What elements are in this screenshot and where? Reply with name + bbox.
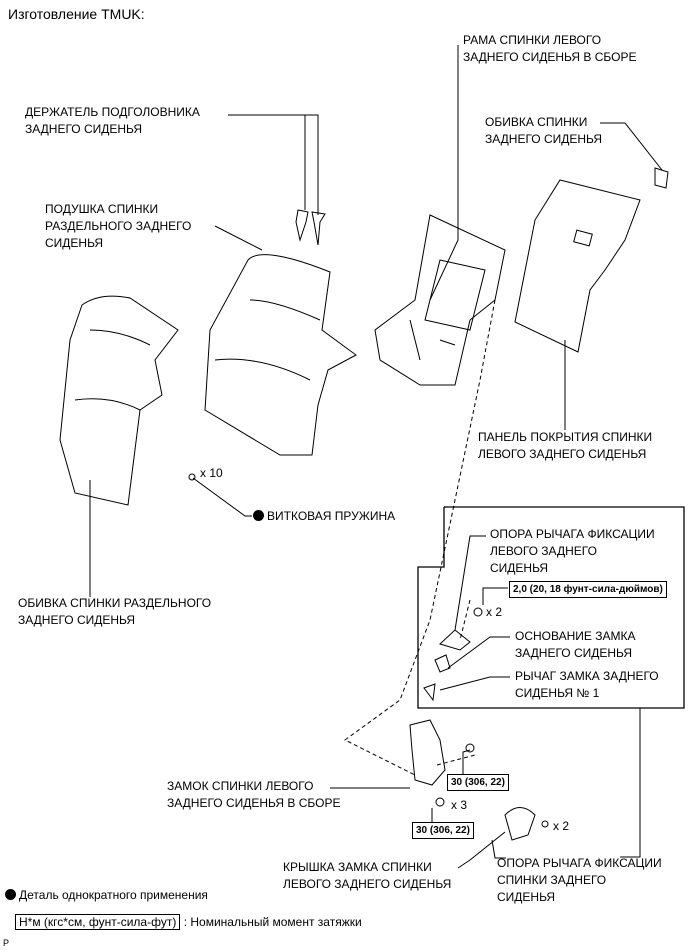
- label-line: ЛЕВОГО ЗАДНЕГО: [490, 544, 597, 558]
- torque-bolt-1: 30 (306, 22): [447, 774, 509, 791]
- label-line: ОБИВКА СПИНКИ: [485, 115, 588, 129]
- bolt-count: x 3: [451, 798, 468, 812]
- spring-count: x 10: [200, 466, 223, 480]
- label-lock-lever: РЫЧАГ ЗАМКА ЗАДНЕГО СИДЕНЬЯ № 1: [515, 668, 659, 702]
- label-line: ЗАДНЕГО СИДЕНЬЯ: [485, 132, 603, 146]
- label-line: СИДЕНЬЯ № 1: [515, 686, 600, 700]
- label-lever-support-left: ОПОРА РЫЧАГА ФИКСАЦИИ ЛЕВОГО ЗАДНЕГО СИДЕН…: [490, 526, 655, 577]
- lock-lever: [423, 683, 436, 702]
- coil-spring: [188, 473, 196, 481]
- page-title: Изготовление TMUK:: [8, 6, 145, 22]
- cover-clip: [654, 167, 669, 189]
- seatback-panel: [514, 179, 641, 353]
- headrest-holder-right: [311, 211, 326, 246]
- label-line: СПИНКИ ЗАДНЕГО: [497, 873, 607, 887]
- legend-torque-box: Н*м (кгс*см, фунт-сила-фут): [15, 914, 181, 930]
- label-line: ОПОРА РЫЧАГА ФИКСАЦИИ: [490, 527, 655, 541]
- seatback-lock-assembly: [409, 719, 446, 786]
- label-line: ВИТКОВАЯ ПРУЖИНА: [267, 509, 396, 523]
- label-line: ПАНЕЛЬ ПОКРЫТИЯ СПИНКИ: [478, 430, 653, 444]
- label-seatback-cover: ОБИВКА СПИНКИ ЗАДНЕГО СИДЕНЬЯ: [485, 114, 602, 148]
- label-line: ОБИВКА СПИНКИ РАЗДЕЛЬНОГО: [18, 596, 212, 610]
- label-line: СИДЕНЬЯ: [497, 890, 556, 904]
- label-line: ЗАДНЕГО СИДЕНЬЯ: [18, 613, 136, 627]
- bolt-lower: [435, 797, 445, 807]
- label-coil-spring: ВИТКОВАЯ ПРУЖИНА: [253, 508, 395, 525]
- dashed-guides: [344, 299, 496, 776]
- label-seatback-frame: РАМА СПИНКИ ЛЕВОГО ЗАДНЕГО СИДЕНЬЯ В СБОР…: [463, 32, 636, 66]
- label-line: ОПОРА РЫЧАГА ФИКСАЦИИ: [497, 856, 662, 870]
- label-line: ЛЕВОГО ЗАДНЕГО СИДЕНЬЯ: [283, 877, 452, 891]
- footer-code: P: [3, 938, 10, 948]
- detail-box: [417, 506, 685, 709]
- label-line: ЗАДНЕГО СИДЕНЬЯ В СБОРЕ: [463, 50, 637, 64]
- label-lever-support: ОПОРА РЫЧАГА ФИКСАЦИИ СПИНКИ ЗАДНЕГО СИДЕН…: [497, 855, 662, 906]
- label-seatback-panel: ПАНЕЛЬ ПОКРЫТИЯ СПИНКИ ЛЕВОГО ЗАДНЕГО СИД…: [478, 429, 652, 463]
- legend-torque: Н*м (кгс*см, фунт-сила-фут) : Номинальны…: [15, 914, 362, 931]
- label-lock-base: ОСНОВАНИЕ ЗАМКА ЗАДНЕГО СИДЕНЬЯ: [515, 628, 635, 662]
- torque-bolt-2: 30 (306, 22): [412, 822, 474, 839]
- label-lock-cover: КРЫШКА ЗАМКА СПИНКИ ЛЕВОГО ЗАДНЕГО СИДЕНЬ…: [283, 859, 451, 893]
- seatback-pad: [204, 254, 357, 456]
- seatback-frame: [374, 214, 506, 386]
- non-reusable-icon: [253, 510, 264, 521]
- label-line: РАМА СПИНКИ ЛЕВОГО: [463, 33, 602, 47]
- non-reusable-icon: [5, 889, 16, 900]
- legend-text: : Номинальный момент затяжки: [183, 915, 362, 929]
- lever-support-left: [439, 629, 471, 651]
- label-line: СИДЕНЬЯ: [490, 561, 549, 575]
- torque-small: 2,0 (20, 18 фунт-сила-дюймов): [509, 581, 667, 598]
- label-line: КРЫШКА ЗАМКА СПИНКИ: [283, 860, 432, 874]
- label-line: ОСНОВАНИЕ ЗАМКА: [515, 629, 636, 643]
- bolt-upper: [465, 743, 475, 753]
- screw-count-b: x 2: [553, 819, 570, 833]
- label-line: ЗАДНЕГО СИДЕНЬЯ: [515, 646, 633, 660]
- label-line: СИДЕНЬЯ: [45, 236, 104, 250]
- label-lock-assembly: ЗАМОК СПИНКИ ЛЕВОГО ЗАДНЕГО СИДЕНЬЯ В СБО…: [167, 778, 340, 812]
- leader-lines: [89, 45, 663, 869]
- legend-text: Деталь однократного применения: [19, 888, 208, 902]
- legend-non-reusable: Деталь однократного применения: [5, 887, 208, 904]
- label-seatback-cover-split: ОБИВКА СПИНКИ РАЗДЕЛЬНОГО ЗАДНЕГО СИДЕНЬЯ: [18, 595, 211, 629]
- label-line: ЗАДНЕГО СИДЕНЬЯ В СБОРЕ: [167, 796, 341, 810]
- label-headrest-holder: ДЕРЖАТЕЛЬ ПОДГОЛОВНИКА ЗАДНЕГО СИДЕНЬЯ: [25, 104, 200, 138]
- label-line: ЛЕВОГО ЗАДНЕГО СИДЕНЬЯ: [478, 447, 647, 461]
- label-line: ЗАМОК СПИНКИ ЛЕВОГО: [167, 779, 314, 793]
- label-line: ПОДУШКА СПИНКИ: [45, 202, 159, 216]
- screw-count-a: x 2: [486, 605, 503, 619]
- label-line: РАЗДЕЛЬНОГО ЗАДНЕГО: [45, 219, 192, 233]
- seatback-cover-split: [59, 295, 179, 506]
- label-line: РЫЧАГ ЗАМКА ЗАДНЕГО: [515, 669, 659, 683]
- label-line: ЗАДНЕГО СИДЕНЬЯ: [25, 122, 143, 136]
- label-seatback-pad: ПОДУШКА СПИНКИ РАЗДЕЛЬНОГО ЗАДНЕГО СИДЕНЬЯ: [45, 201, 191, 252]
- lever-support: [504, 807, 536, 841]
- headrest-holder-left: [295, 209, 309, 242]
- label-line: ДЕРЖАТЕЛЬ ПОДГОЛОВНИКА: [25, 105, 200, 119]
- screw: [473, 607, 483, 617]
- lock-base: [434, 654, 451, 673]
- screw-b: [541, 820, 549, 828]
